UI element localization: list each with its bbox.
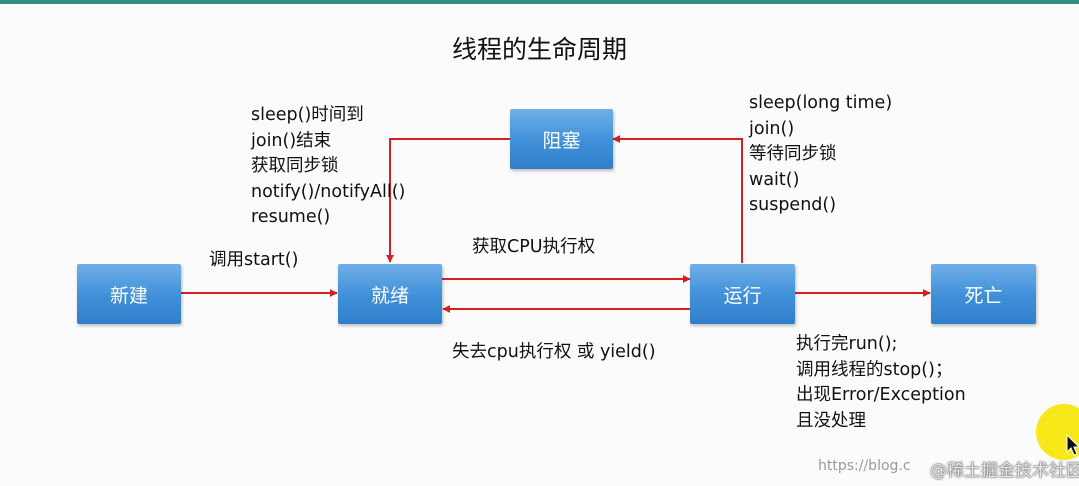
label-to-ready-reasons: sleep()时间到 join()结束 获取同步锁 notify()/notif…: [251, 103, 405, 231]
reason-line: 出现Error/Exception: [796, 385, 966, 405]
state-blocked-label: 阻塞: [542, 129, 581, 152]
top-accent-bar: [0, 0, 1079, 4]
watermark-url: https://blog.c: [818, 458, 911, 474]
mouse-cursor-icon: [1066, 434, 1079, 456]
label-to-blocked-reasons: sleep(long time) join() 等待同步锁 wait() sus…: [749, 91, 892, 219]
reason-line: wait(): [749, 169, 800, 190]
reason-line: sleep()时间到: [251, 105, 364, 125]
label-to-dead-reasons: 执行完run(); 调用线程的stop()； 出现Error/Exception…: [796, 332, 966, 434]
state-new-label: 新建: [109, 284, 148, 307]
state-new: 新建: [77, 264, 181, 324]
reason-line: 执行完run();: [796, 334, 898, 354]
state-running-label: 运行: [723, 284, 762, 307]
label-start: 调用start(): [209, 250, 299, 270]
state-running: 运行: [690, 264, 795, 324]
reason-line: join(): [749, 118, 795, 139]
state-ready: 就绪: [338, 264, 442, 324]
label-lose-cpu: 失去cpu执行权 或 yield(): [452, 342, 656, 362]
watermark-site: @稀土掘金技术社区: [930, 461, 1079, 481]
state-ready-label: 就绪: [370, 284, 409, 307]
reason-line: 调用线程的stop()；: [796, 359, 953, 380]
reason-line: join()结束: [251, 130, 332, 151]
reason-line: 获取同步锁: [251, 156, 339, 176]
reason-line: sleep(long time): [749, 93, 893, 113]
reason-line: notify()/notifyAll(): [251, 181, 406, 202]
diagram-title: 线程的生命周期: [451, 35, 627, 64]
arrow-blocked-to-ready: [386, 138, 510, 263]
state-dead: 死亡: [931, 264, 1036, 324]
reason-line: 且没处理: [796, 410, 866, 431]
reason-line: suspend(): [749, 195, 837, 215]
arrow-running-to-blocked: [612, 135, 743, 263]
reason-line: resume(): [251, 207, 331, 227]
label-get-cpu: 获取CPU执行权: [472, 237, 596, 257]
state-dead-label: 死亡: [964, 284, 1003, 307]
state-blocked: 阻塞: [510, 109, 613, 169]
reason-line: 等待同步锁: [749, 144, 837, 164]
